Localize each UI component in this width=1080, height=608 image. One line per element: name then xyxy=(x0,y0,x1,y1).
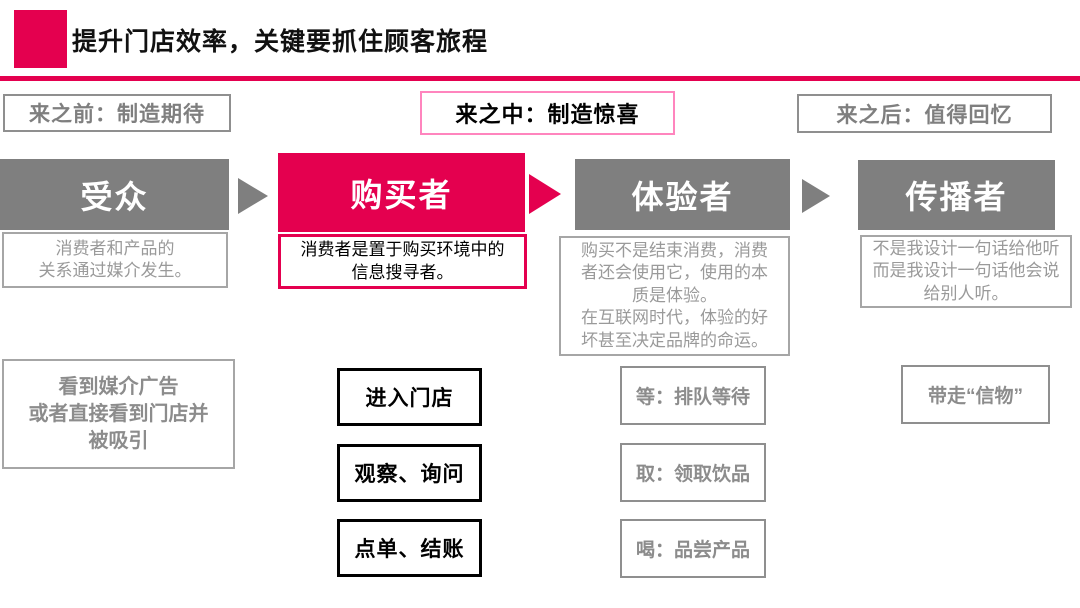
action-buyer-order-pay: 点单、结账 xyxy=(337,519,482,577)
right-arrow-icon xyxy=(802,179,830,213)
title-accent-square xyxy=(14,10,67,68)
action-experiencer-pickup: 取：领取饮品 xyxy=(620,443,766,502)
action-experiencer-taste: 喝：品尝产品 xyxy=(620,519,766,578)
description-spreader: 不是我设计一句话给他听 而是我设计一句话他会说 给别人听。 xyxy=(860,235,1072,308)
description-experiencer: 购买不是结束消费，消费 者还会使用它，使用的本 质是体验。 在互联网时代，体验的… xyxy=(559,236,790,356)
stage-label-before: 来之前：制造期待 xyxy=(3,94,231,132)
action-audience-see-ad: 看到媒介广告 或者直接看到门店并 被吸引 xyxy=(2,359,235,469)
action-experiencer-wait: 等：排队等待 xyxy=(620,366,766,425)
action-buyer-enter-store: 进入门店 xyxy=(337,368,482,426)
action-buyer-observe-ask: 观察、询问 xyxy=(337,444,482,502)
right-arrow-icon xyxy=(529,174,561,214)
description-audience: 消费者和产品的 关系通过媒介发生。 xyxy=(2,232,228,288)
action-spreader-token: 带走“信物” xyxy=(901,365,1050,424)
stage-box-experiencer: 体验者 xyxy=(575,159,790,230)
stage-box-spreader: 传播者 xyxy=(858,160,1055,230)
stage-box-audience: 受众 xyxy=(0,159,229,230)
stage-label-during: 来之中：制造惊喜 xyxy=(420,91,675,135)
right-arrow-icon xyxy=(238,178,268,214)
stage-label-after: 来之后：值得回忆 xyxy=(797,94,1052,133)
page-title: 提升门店效率，关键要抓住顾客旅程 xyxy=(72,28,489,56)
description-buyer: 消费者是置于购买环境中的 信息搜寻者。 xyxy=(278,234,527,289)
title-underline xyxy=(0,76,1080,81)
stage-box-buyer: 购买者 xyxy=(278,153,525,232)
